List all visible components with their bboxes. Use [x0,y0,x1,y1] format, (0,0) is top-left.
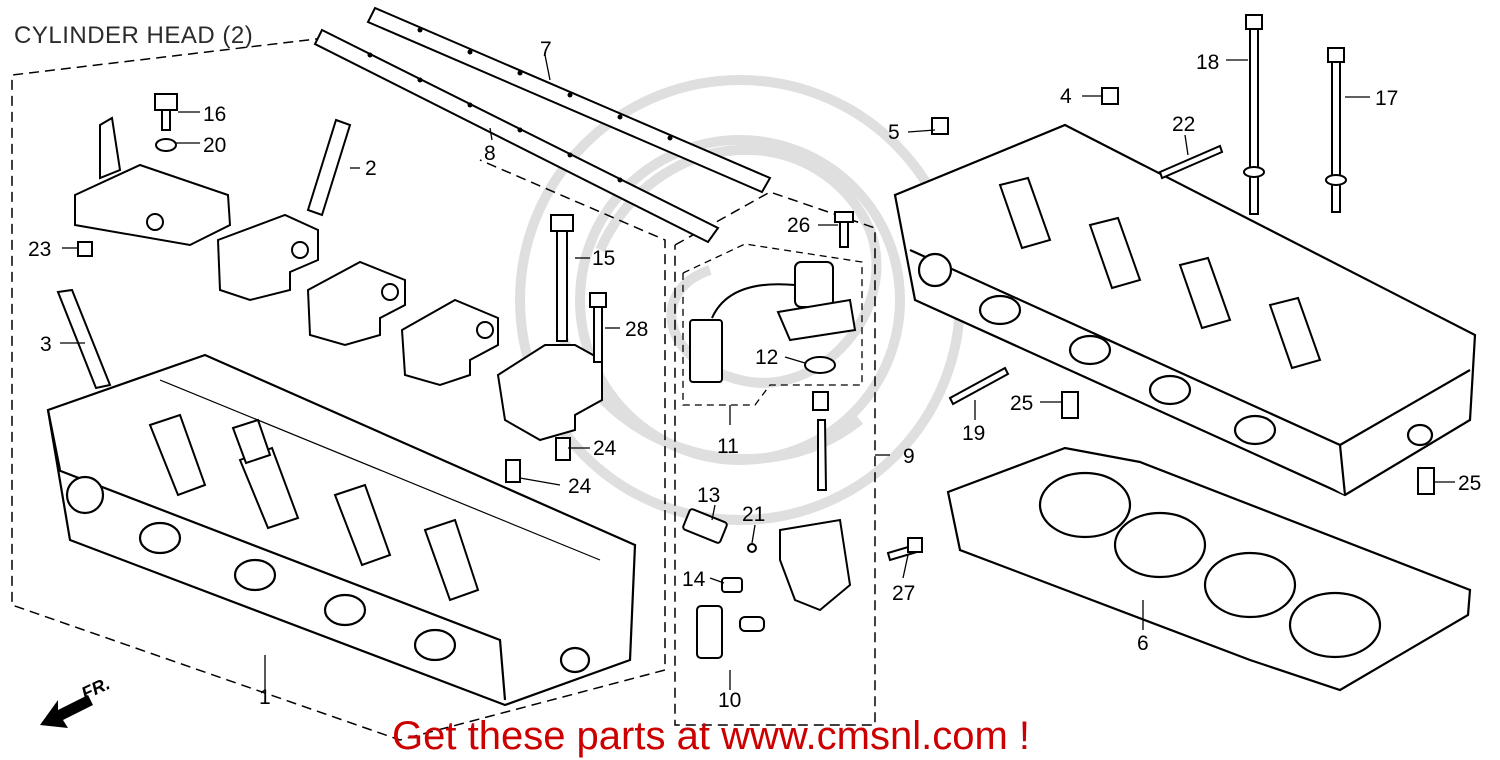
callout-27: 27 [892,582,915,605]
callout-4: 4 [1060,85,1072,108]
callout-24-upper: 24 [593,437,617,460]
callout-11: 11 [717,435,739,458]
callout-6: 6 [1137,632,1149,655]
callout-12: 12 [755,346,778,369]
callout-5: 5 [888,121,900,144]
cylinder-head-left [46,353,637,707]
callout-20: 20 [203,134,226,157]
callout-2: 2 [365,157,377,180]
head-gasket [946,446,1472,692]
rocker-shafts [313,6,772,244]
solenoid-subgroup-box [682,243,863,406]
camshaft-holders [74,116,603,442]
callout-25-left: 25 [1010,392,1033,415]
vtec-solenoid [682,211,857,659]
callout-9: 9 [903,445,915,468]
callout-28: 28 [625,318,648,341]
front-arrow-icon [40,695,93,728]
callout-7: 7 [540,38,552,61]
callout-14: 14 [682,568,706,591]
front-direction-marker: FR. [40,673,113,728]
callout-3: 3 [40,333,52,356]
leader-lines [60,54,1455,690]
callout-10: 10 [718,689,741,712]
callout-25-right: 25 [1458,472,1481,495]
callout-24-lower: 24 [568,475,592,498]
solenoid-group-box [674,191,876,726]
callout-13: 13 [697,484,720,507]
callout-23: 23 [28,238,51,261]
callout-15: 15 [592,247,615,270]
bolts-and-pins [56,14,1435,562]
cylinder-head-right [893,123,1477,497]
callout-18: 18 [1196,51,1219,74]
callout-16: 16 [203,103,226,126]
callout-19: 19 [962,422,985,445]
diagram-title: CYLINDER HEAD (2) [14,22,254,49]
watermark-logo [515,75,965,525]
callout-labels: 16 20 2 23 3 7 8 15 28 24 24 1 26 12 11 … [28,38,1481,712]
callout-17: 17 [1375,87,1398,110]
promo-banner: Get these parts at www.cmsnl.com ! [392,714,1030,758]
callout-21: 21 [742,503,765,526]
left-assembly-box [11,37,666,741]
callout-1: 1 [259,686,271,709]
callout-22: 22 [1172,113,1195,136]
callout-26: 26 [787,214,810,237]
callout-8: 8 [484,142,496,165]
